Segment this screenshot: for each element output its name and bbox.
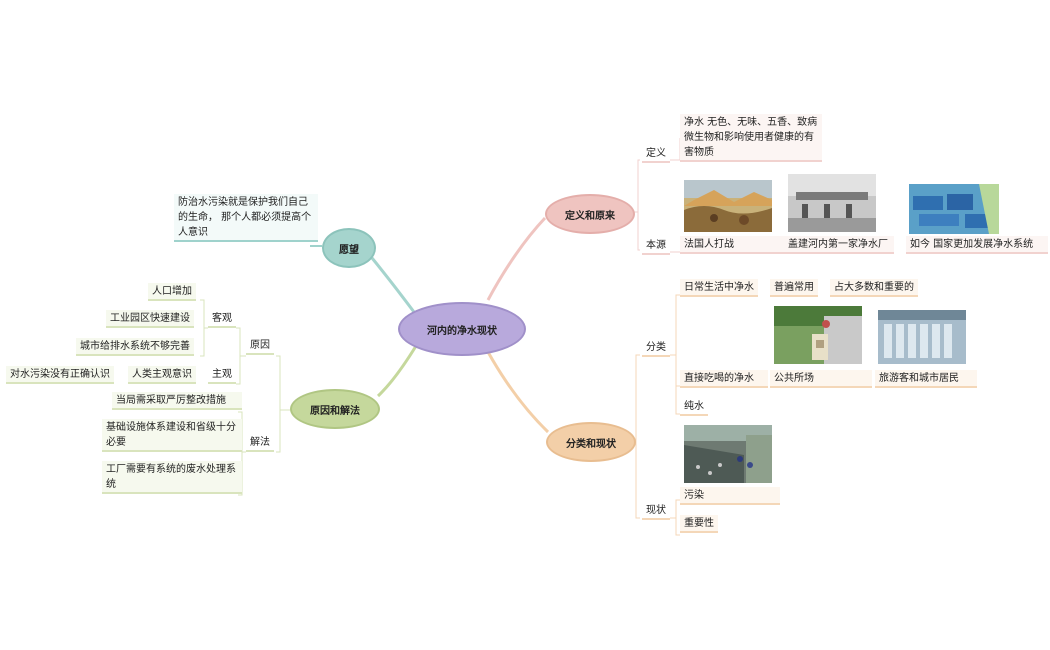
solution-label-text: 解法 (250, 437, 270, 448)
solution-item-3[interactable]: 工厂需要有系统的废水处理系统 (102, 461, 242, 494)
daily-tag-1-text: 普遍常用 (774, 282, 814, 293)
pure-water-node[interactable]: 纯水 (680, 398, 708, 416)
source-item-3[interactable]: 如今 国家更加发展净水系统 (906, 236, 1048, 254)
polluted-river-image (684, 425, 772, 483)
branch-definition[interactable]: 定义和原来 (545, 194, 635, 234)
objective-item-1[interactable]: 人口增加 (148, 283, 196, 301)
subjective-sub-item[interactable]: 对水污染没有正确认识 (6, 366, 114, 384)
daily-tag-1[interactable]: 普遍常用 (770, 279, 818, 297)
drinking-water-text: 直接吃喝的净水 (684, 373, 754, 384)
source-item-1-text: 法国人打战 (684, 239, 734, 250)
subjective-sub-item-text: 对水污染没有正确认识 (10, 369, 110, 380)
water-plant-old-photo (788, 174, 876, 232)
objective-label[interactable]: 客观 (208, 310, 236, 328)
importance-node[interactable]: 重要性 (680, 515, 718, 533)
subjective-item-1-text: 人类主观意识 (132, 369, 192, 380)
cause-label[interactable]: 原因 (246, 337, 274, 355)
subjective-item-1[interactable]: 人类主观意识 (128, 366, 196, 384)
branch-classification[interactable]: 分类和现状 (546, 422, 636, 462)
daily-tag-2[interactable]: 占大多数和重要的 (830, 279, 918, 297)
branch-wish[interactable]: 愿望 (322, 228, 376, 268)
central-topic[interactable]: 河内的净水现状 (398, 302, 526, 356)
branch-definition-label: 定义和原来 (565, 210, 615, 222)
solution-item-1[interactable]: 当局需采取严厉整改措施 (112, 392, 242, 410)
branch-wish-label: 愿望 (339, 244, 359, 256)
drinking-item-1[interactable]: 公共所场 (770, 370, 872, 388)
central-topic-label: 河内的净水现状 (427, 325, 497, 337)
branch-classification-label: 分类和现状 (566, 438, 616, 450)
subjective-label-text: 主观 (212, 369, 232, 380)
solution-item-1-text: 当局需采取严厉整改措施 (116, 395, 226, 406)
solution-label[interactable]: 解法 (246, 434, 274, 452)
objective-item-3-text: 城市给排水系统不够完善 (80, 341, 190, 352)
category-label[interactable]: 分类 (642, 339, 670, 357)
drinking-item-2-text: 旅游客和城市居民 (879, 373, 959, 384)
objective-item-1-text: 人口增加 (152, 286, 192, 297)
subjective-label[interactable]: 主观 (208, 366, 236, 384)
source-label-text: 本源 (646, 240, 666, 251)
source-item-2[interactable]: 盖建河内第一家净水厂 (784, 236, 894, 254)
cause-label-text: 原因 (250, 340, 270, 351)
daily-water-text: 日常生活中净水 (684, 282, 754, 293)
objective-item-2[interactable]: 工业园区快速建设 (106, 310, 194, 328)
definition-label-text: 定义 (646, 148, 666, 159)
solution-item-3-text: 工厂需要有系统的废水处理系统 (106, 464, 236, 490)
drinking-water-node[interactable]: 直接吃喝的净水 (680, 370, 768, 388)
source-item-1[interactable]: 法国人打战 (680, 236, 784, 254)
source-label[interactable]: 本源 (642, 237, 670, 255)
objective-label-text: 客观 (212, 313, 232, 324)
source-item-2-text: 盖建河内第一家净水厂 (788, 239, 888, 250)
importance-text: 重要性 (684, 518, 714, 529)
objective-item-3[interactable]: 城市给排水系统不够完善 (76, 338, 194, 356)
definition-text[interactable]: 净水 无色、无味、五香、致病微生物和影响使用者健康的有害物质 (680, 114, 822, 162)
wish-text-content: 防治水污染就是保护我们自己的生命， 那个人都必须提高个人意识 (178, 197, 312, 238)
battle-painting-image (684, 180, 772, 232)
branch-causes-label: 原因和解法 (310, 405, 360, 417)
pure-water-text: 纯水 (684, 401, 704, 412)
branch-causes[interactable]: 原因和解法 (290, 389, 380, 429)
solution-item-2[interactable]: 基础设施体系建设和省级十分必要 (102, 419, 242, 452)
daily-water-node[interactable]: 日常生活中净水 (680, 279, 758, 297)
status-label-text: 现状 (646, 505, 666, 516)
pollution-node[interactable]: 污染 (680, 487, 780, 505)
definition-label[interactable]: 定义 (642, 145, 670, 163)
solution-item-2-text: 基础设施体系建设和省级十分必要 (106, 422, 236, 448)
objective-item-2-text: 工业园区快速建设 (110, 313, 190, 324)
drinking-item-2[interactable]: 旅游客和城市居民 (875, 370, 977, 388)
pollution-text: 污染 (684, 490, 704, 501)
bottled-water-image (878, 310, 966, 364)
modern-water-plant-image (909, 184, 999, 234)
drinking-item-1-text: 公共所场 (774, 373, 814, 384)
public-water-station-image (774, 306, 862, 364)
wish-text[interactable]: 防治水污染就是保护我们自己的生命， 那个人都必须提高个人意识 (174, 194, 318, 242)
definition-text-content: 净水 无色、无味、五香、致病微生物和影响使用者健康的有害物质 (684, 117, 818, 158)
daily-tag-2-text: 占大多数和重要的 (834, 282, 914, 293)
category-label-text: 分类 (646, 342, 666, 353)
source-item-3-text: 如今 国家更加发展净水系统 (910, 239, 1034, 250)
status-label[interactable]: 现状 (642, 502, 670, 520)
